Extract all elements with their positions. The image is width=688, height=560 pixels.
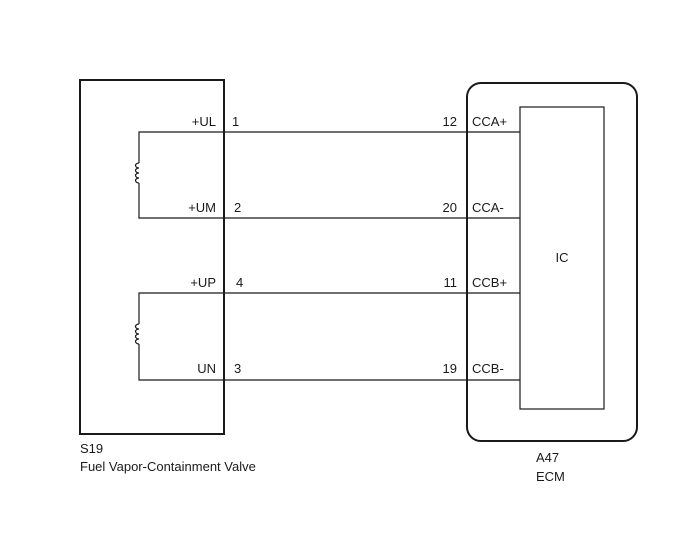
a47-pin-number: 11: [444, 275, 458, 290]
s19-pin-number: 3: [234, 361, 241, 376]
a47-pin-label: CCA-: [472, 200, 504, 215]
s19-pin-number: 4: [236, 275, 243, 290]
a47-pin-label: CCB+: [472, 275, 507, 290]
s19-code-label: S19: [80, 441, 103, 456]
a47-component: IC 12 20 11 19 CCA+ CCA- CCB+ CCB- A47 E…: [443, 82, 638, 484]
ic-block: [519, 106, 605, 410]
s19-component: +UL +UM +UP UN 1 2 4 3 S19 Fuel Vapor-Co…: [79, 79, 256, 474]
coil-b-winding-icon: [134, 323, 140, 345]
s19-pin-number: 1: [232, 114, 239, 129]
a47-code-label: A47: [536, 450, 559, 465]
a47-pin-number: 20: [443, 200, 457, 215]
s19-pin-label: UN: [197, 361, 216, 376]
coil-a-winding-icon: [134, 162, 140, 184]
s19-pin-label: +UP: [190, 275, 216, 290]
a47-pin-label: CCA+: [472, 114, 507, 129]
s19-pin-number: 2: [234, 200, 241, 215]
s19-outline: [79, 79, 225, 435]
wire-harness: [224, 131, 520, 381]
a47-name-label: ECM: [536, 469, 565, 484]
coil-a-loop: [138, 131, 224, 219]
a47-pin-number: 19: [443, 361, 457, 376]
coil-b-loop: [138, 292, 224, 381]
ic-label: IC: [556, 250, 569, 265]
s19-pin-label: +UM: [188, 200, 216, 215]
a47-pin-label: CCB-: [472, 361, 504, 376]
a47-outline: [466, 82, 638, 442]
s19-pin-label: +UL: [192, 114, 216, 129]
a47-pin-number: 12: [443, 114, 457, 129]
s19-name-label: Fuel Vapor-Containment Valve: [80, 459, 256, 474]
